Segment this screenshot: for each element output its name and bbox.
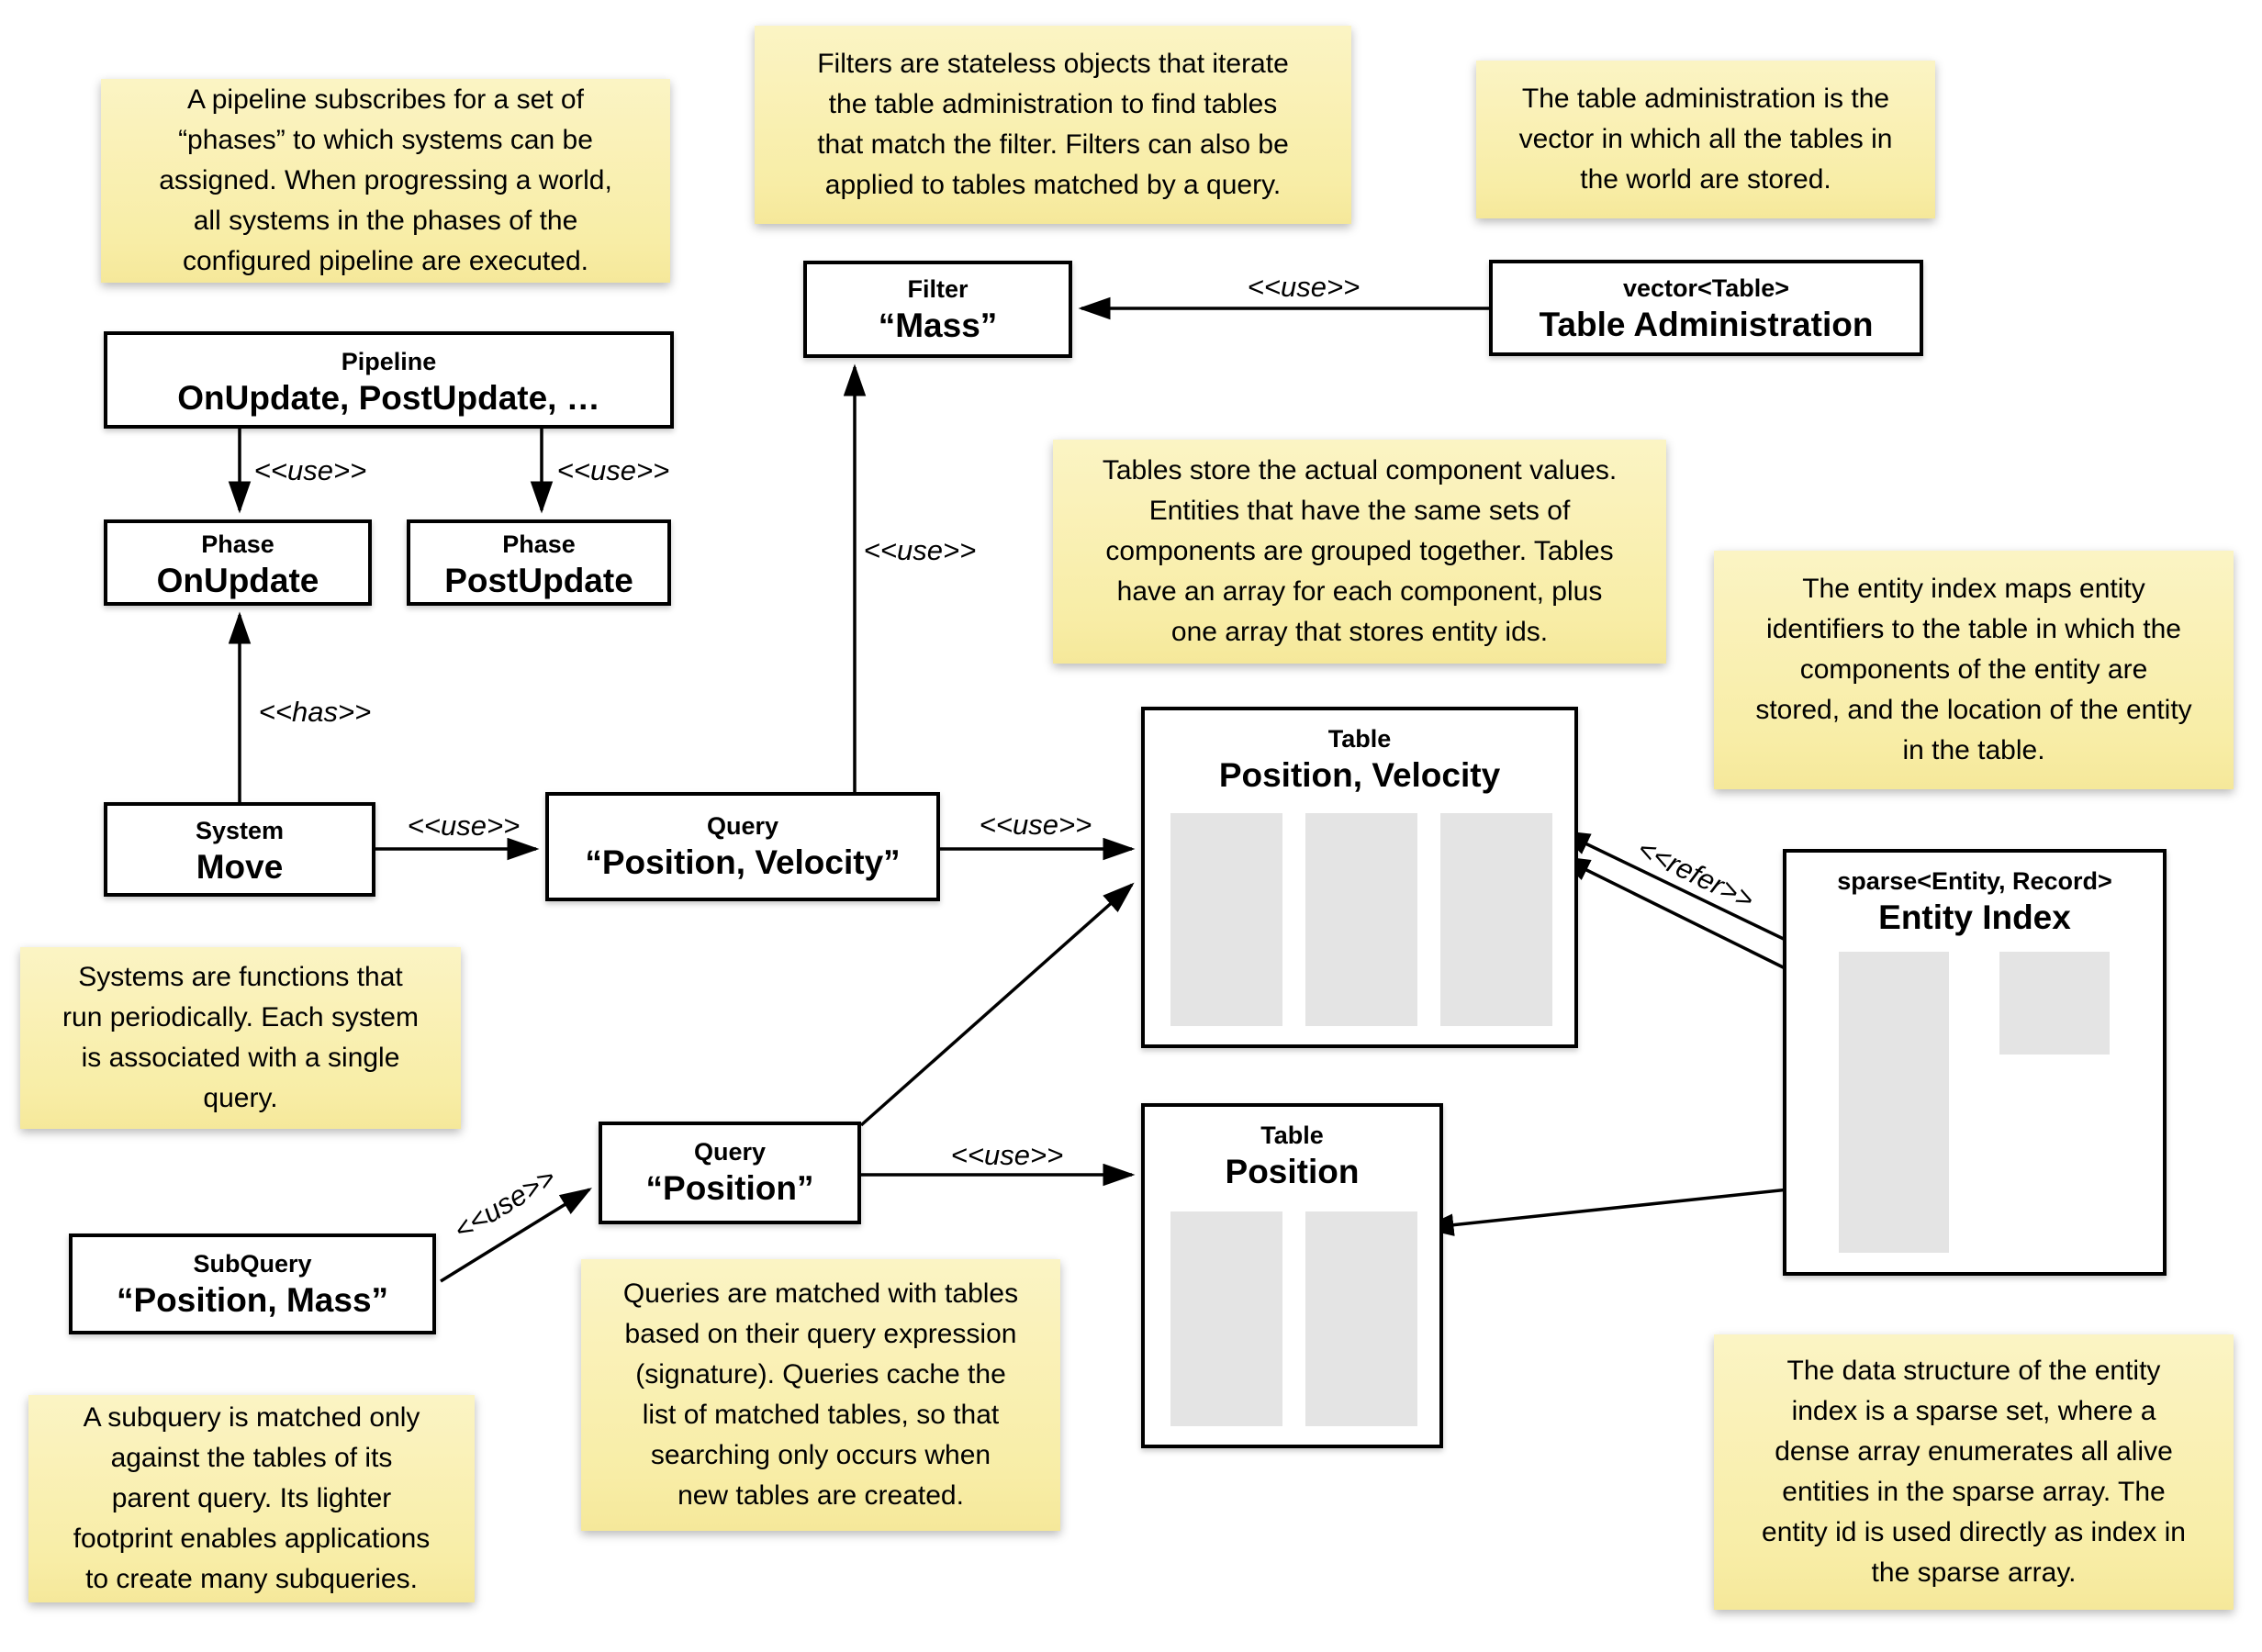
phase-onupdate-box: Phase OnUpdate [104, 519, 372, 606]
pipeline-box-value: OnUpdate, PostUpdate, … [177, 379, 600, 417]
edge-label-use-querypv-tablepv: <<use>> [979, 809, 1092, 841]
edge-label-use-subquery-querypos: <<use>> [448, 1161, 562, 1247]
query-position-velocity-box-value: “Position, Velocity” [585, 843, 901, 881]
query-position-box-type: Query [693, 1138, 767, 1166]
subquery-position-mass-box: SubQuery “Position, Mass” [69, 1233, 436, 1334]
system-move-box-type: System [195, 817, 285, 844]
pipeline-box-type: Pipeline [341, 348, 437, 375]
arrow-querypos-use-tablepv [859, 882, 1135, 1127]
note-table-administration: The table administration is the vector i… [1476, 61, 1935, 218]
table-position-box-type: Table [1260, 1122, 1324, 1149]
table-position-velocity-box-value: Position, Velocity [1218, 756, 1501, 794]
query-position-box-value: “Position” [645, 1169, 814, 1207]
note-entity-index: The entity index maps entity identifiers… [1714, 551, 2234, 789]
phase-onupdate-box-value: OnUpdate [156, 562, 319, 599]
phase-postupdate-box: Phase PostUpdate [407, 519, 671, 606]
filter-mass-box-type: Filter [907, 275, 969, 303]
system-move-box: System Move [104, 802, 375, 897]
query-position-box: Query “Position” [599, 1122, 861, 1224]
table-position-box-value: Position [1225, 1153, 1360, 1190]
pipeline-box: Pipeline OnUpdate, PostUpdate, … [104, 331, 674, 429]
sparse-array [1839, 952, 1949, 1253]
edge-label-refer-entityindex-tablepv: <<refer>> [1632, 832, 1760, 917]
note-systems: Systems are functions that run periodica… [20, 947, 461, 1129]
subquery-position-mass-box-value: “Position, Mass” [116, 1281, 389, 1319]
table-position-velocity-box-type: Table [1327, 725, 1392, 753]
component-array [1440, 813, 1552, 1026]
edge-label-use-querypos-tablepos: <<use>> [950, 1139, 1064, 1171]
entity-index-box-value: Entity Index [1878, 899, 2071, 936]
note-sparse-set: The data structure of the entity index i… [1714, 1334, 2234, 1610]
edge-label-use-query-filter: <<use>> [863, 534, 977, 566]
dense-array [1999, 952, 2110, 1055]
phase-postupdate-box-type: Phase [502, 530, 576, 558]
table-position-velocity-box: Table Position, Velocity [1141, 707, 1578, 1048]
table-administration-box-value: Table Administration [1539, 306, 1874, 343]
note-tables: Tables store the actual component values… [1053, 440, 1666, 664]
edge-label-use-pipeline-postupdate: <<use>> [556, 454, 670, 486]
edge-label-use-pipeline-onupdate: <<use>> [253, 454, 367, 486]
component-array [1170, 813, 1282, 1026]
query-position-velocity-box-type: Query [706, 812, 779, 840]
query-position-velocity-box: Query “Position, Velocity” [545, 792, 940, 901]
entity-index-box: sparse<Entity, Record> Entity Index [1783, 849, 2167, 1276]
note-subquery: A subquery is matched only against the t… [28, 1395, 475, 1602]
filter-mass-box: Filter “Mass” [803, 261, 1072, 358]
component-array [1170, 1211, 1282, 1426]
table-position-box: Table Position [1141, 1103, 1443, 1448]
phase-postupdate-box-value: PostUpdate [444, 562, 633, 599]
component-array [1305, 1211, 1417, 1426]
edge-label-use-tableadmin-filter: <<use>> [1247, 271, 1361, 303]
note-pipeline: A pipeline subscribes for a set of “phas… [101, 79, 670, 283]
entity-index-box-type: sparse<Entity, Record> [1837, 867, 2112, 895]
note-queries: Queries are matched with tables based on… [581, 1259, 1060, 1531]
system-move-box-value: Move [196, 848, 284, 886]
edge-label-has-system-phase: <<has>> [258, 696, 372, 728]
arrow-entityindex-to-tablepos [1421, 1182, 1842, 1236]
table-administration-box: vector<Table> Table Administration [1489, 260, 1923, 356]
table-administration-box-type: vector<Table> [1622, 274, 1790, 302]
filter-mass-box-value: “Mass” [878, 307, 998, 344]
component-array [1305, 813, 1417, 1026]
note-filters: Filters are stateless objects that itera… [755, 26, 1351, 224]
edge-label-use-system-query: <<use>> [407, 809, 521, 842]
subquery-position-mass-box-type: SubQuery [193, 1250, 312, 1278]
phase-onupdate-box-type: Phase [201, 530, 274, 558]
